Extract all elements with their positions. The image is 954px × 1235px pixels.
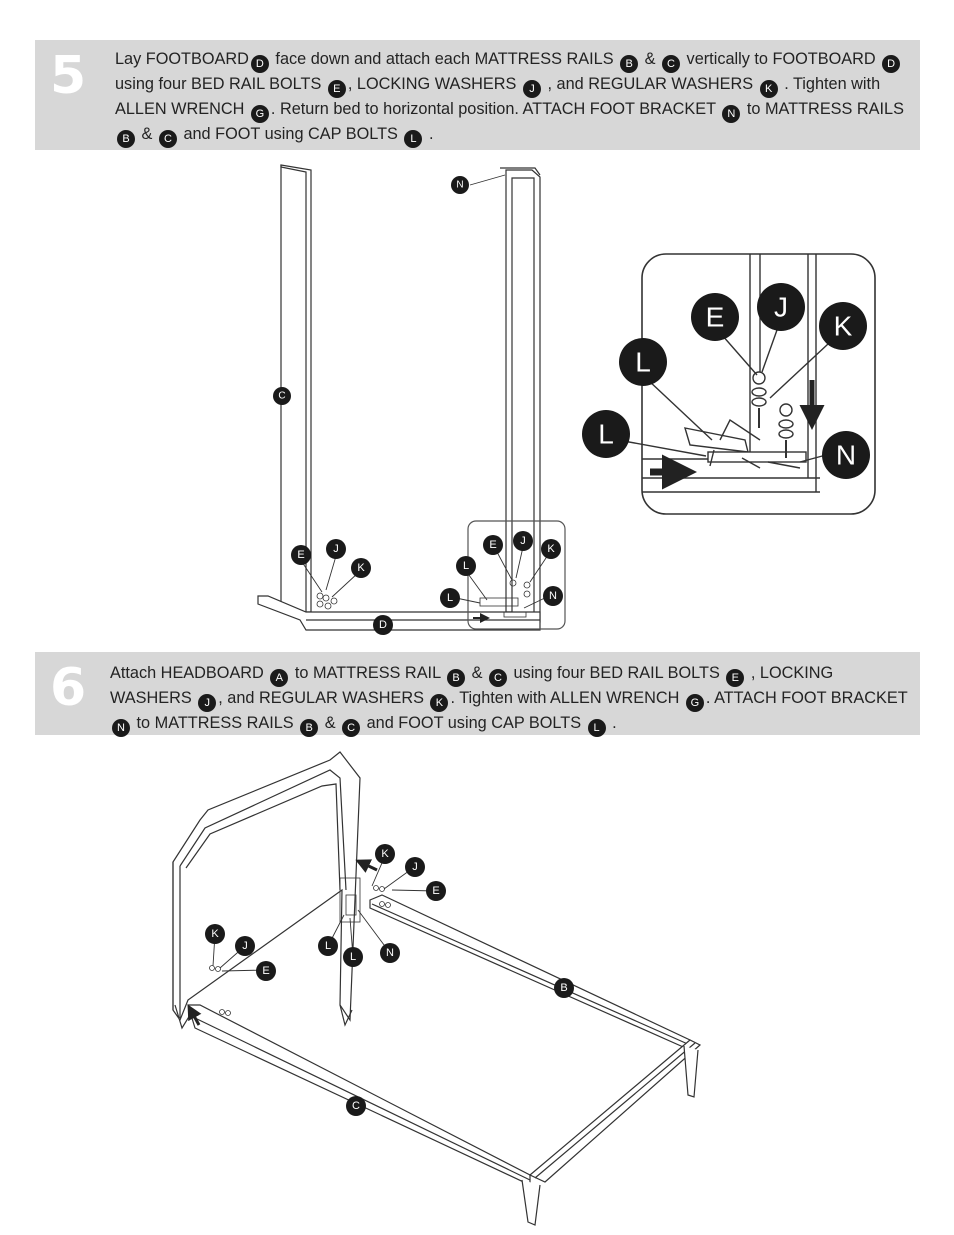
callout-k: K bbox=[211, 928, 219, 940]
part-badge-n: N bbox=[112, 719, 130, 737]
part-badge-c: C bbox=[662, 55, 681, 73]
callout-n: N bbox=[549, 590, 557, 602]
part-badge-d: D bbox=[250, 55, 269, 73]
part-badge-k: K bbox=[759, 80, 778, 98]
step-5-callouts: N C E J K D E J K L L N bbox=[273, 176, 563, 635]
callout-j: J bbox=[412, 861, 418, 873]
part-badge-g: G bbox=[685, 694, 704, 712]
callout-j: J bbox=[520, 535, 526, 547]
callout-e: E bbox=[297, 549, 304, 561]
callout-j: J bbox=[333, 543, 339, 555]
callout-l: L bbox=[447, 592, 453, 604]
part-badge-n: N bbox=[722, 105, 741, 123]
callout-n: N bbox=[386, 947, 394, 959]
part-badge-c: C bbox=[488, 669, 507, 687]
part-badge-j: J bbox=[198, 694, 217, 712]
callout-l: L bbox=[325, 940, 331, 952]
part-badge-b: B bbox=[620, 55, 639, 73]
step-6-callouts: K J E K J E L L N B C bbox=[205, 844, 574, 1116]
callout-k: K bbox=[357, 562, 365, 574]
part-badge-d: D bbox=[882, 55, 901, 73]
part-badge-e: E bbox=[726, 669, 745, 687]
callout-c: C bbox=[352, 1100, 360, 1112]
part-badge-j: J bbox=[522, 80, 541, 98]
step-6-text: Attach HEADBOARD A to MATTRESS RAIL B & … bbox=[110, 662, 915, 737]
part-badge-l: L bbox=[404, 130, 423, 148]
callout-e: E bbox=[262, 965, 269, 977]
callout-k: K bbox=[834, 311, 853, 342]
step-5-diagram bbox=[257, 164, 566, 631]
callout-l: L bbox=[598, 419, 614, 450]
part-badge-b: B bbox=[117, 130, 135, 148]
callout-l: L bbox=[350, 951, 356, 963]
callout-e: E bbox=[706, 302, 725, 333]
part-badge-b: B bbox=[300, 719, 319, 737]
callout-k: K bbox=[547, 543, 555, 555]
step-6-diagram bbox=[172, 751, 702, 1226]
part-badge-l: L bbox=[587, 719, 606, 737]
callout-l: L bbox=[463, 560, 469, 572]
callout-n: N bbox=[456, 180, 463, 191]
zoom-callouts: E J K L L N bbox=[582, 283, 870, 479]
callout-n: N bbox=[836, 440, 856, 471]
part-badge-c: C bbox=[158, 130, 177, 148]
part-badge-a: A bbox=[270, 669, 289, 687]
callout-e: E bbox=[489, 539, 496, 551]
callout-j: J bbox=[774, 292, 788, 323]
callout-b: B bbox=[560, 982, 567, 994]
callout-c: C bbox=[278, 391, 285, 402]
part-badge-b: B bbox=[447, 669, 466, 687]
callout-l: L bbox=[635, 347, 651, 378]
callout-j: J bbox=[242, 940, 248, 952]
part-badge-c: C bbox=[342, 719, 361, 737]
step-6-instructions: 6 Attach HEADBOARD A to MATTRESS RAIL B … bbox=[35, 652, 920, 737]
callout-k: K bbox=[381, 848, 389, 860]
callout-d: D bbox=[379, 619, 387, 631]
step-number: 5 bbox=[50, 46, 87, 106]
part-badge-e: E bbox=[327, 80, 346, 98]
step-number: 6 bbox=[50, 658, 87, 718]
part-badge-k: K bbox=[430, 694, 449, 712]
callout-e: E bbox=[432, 885, 439, 897]
part-badge-g: G bbox=[250, 105, 269, 123]
